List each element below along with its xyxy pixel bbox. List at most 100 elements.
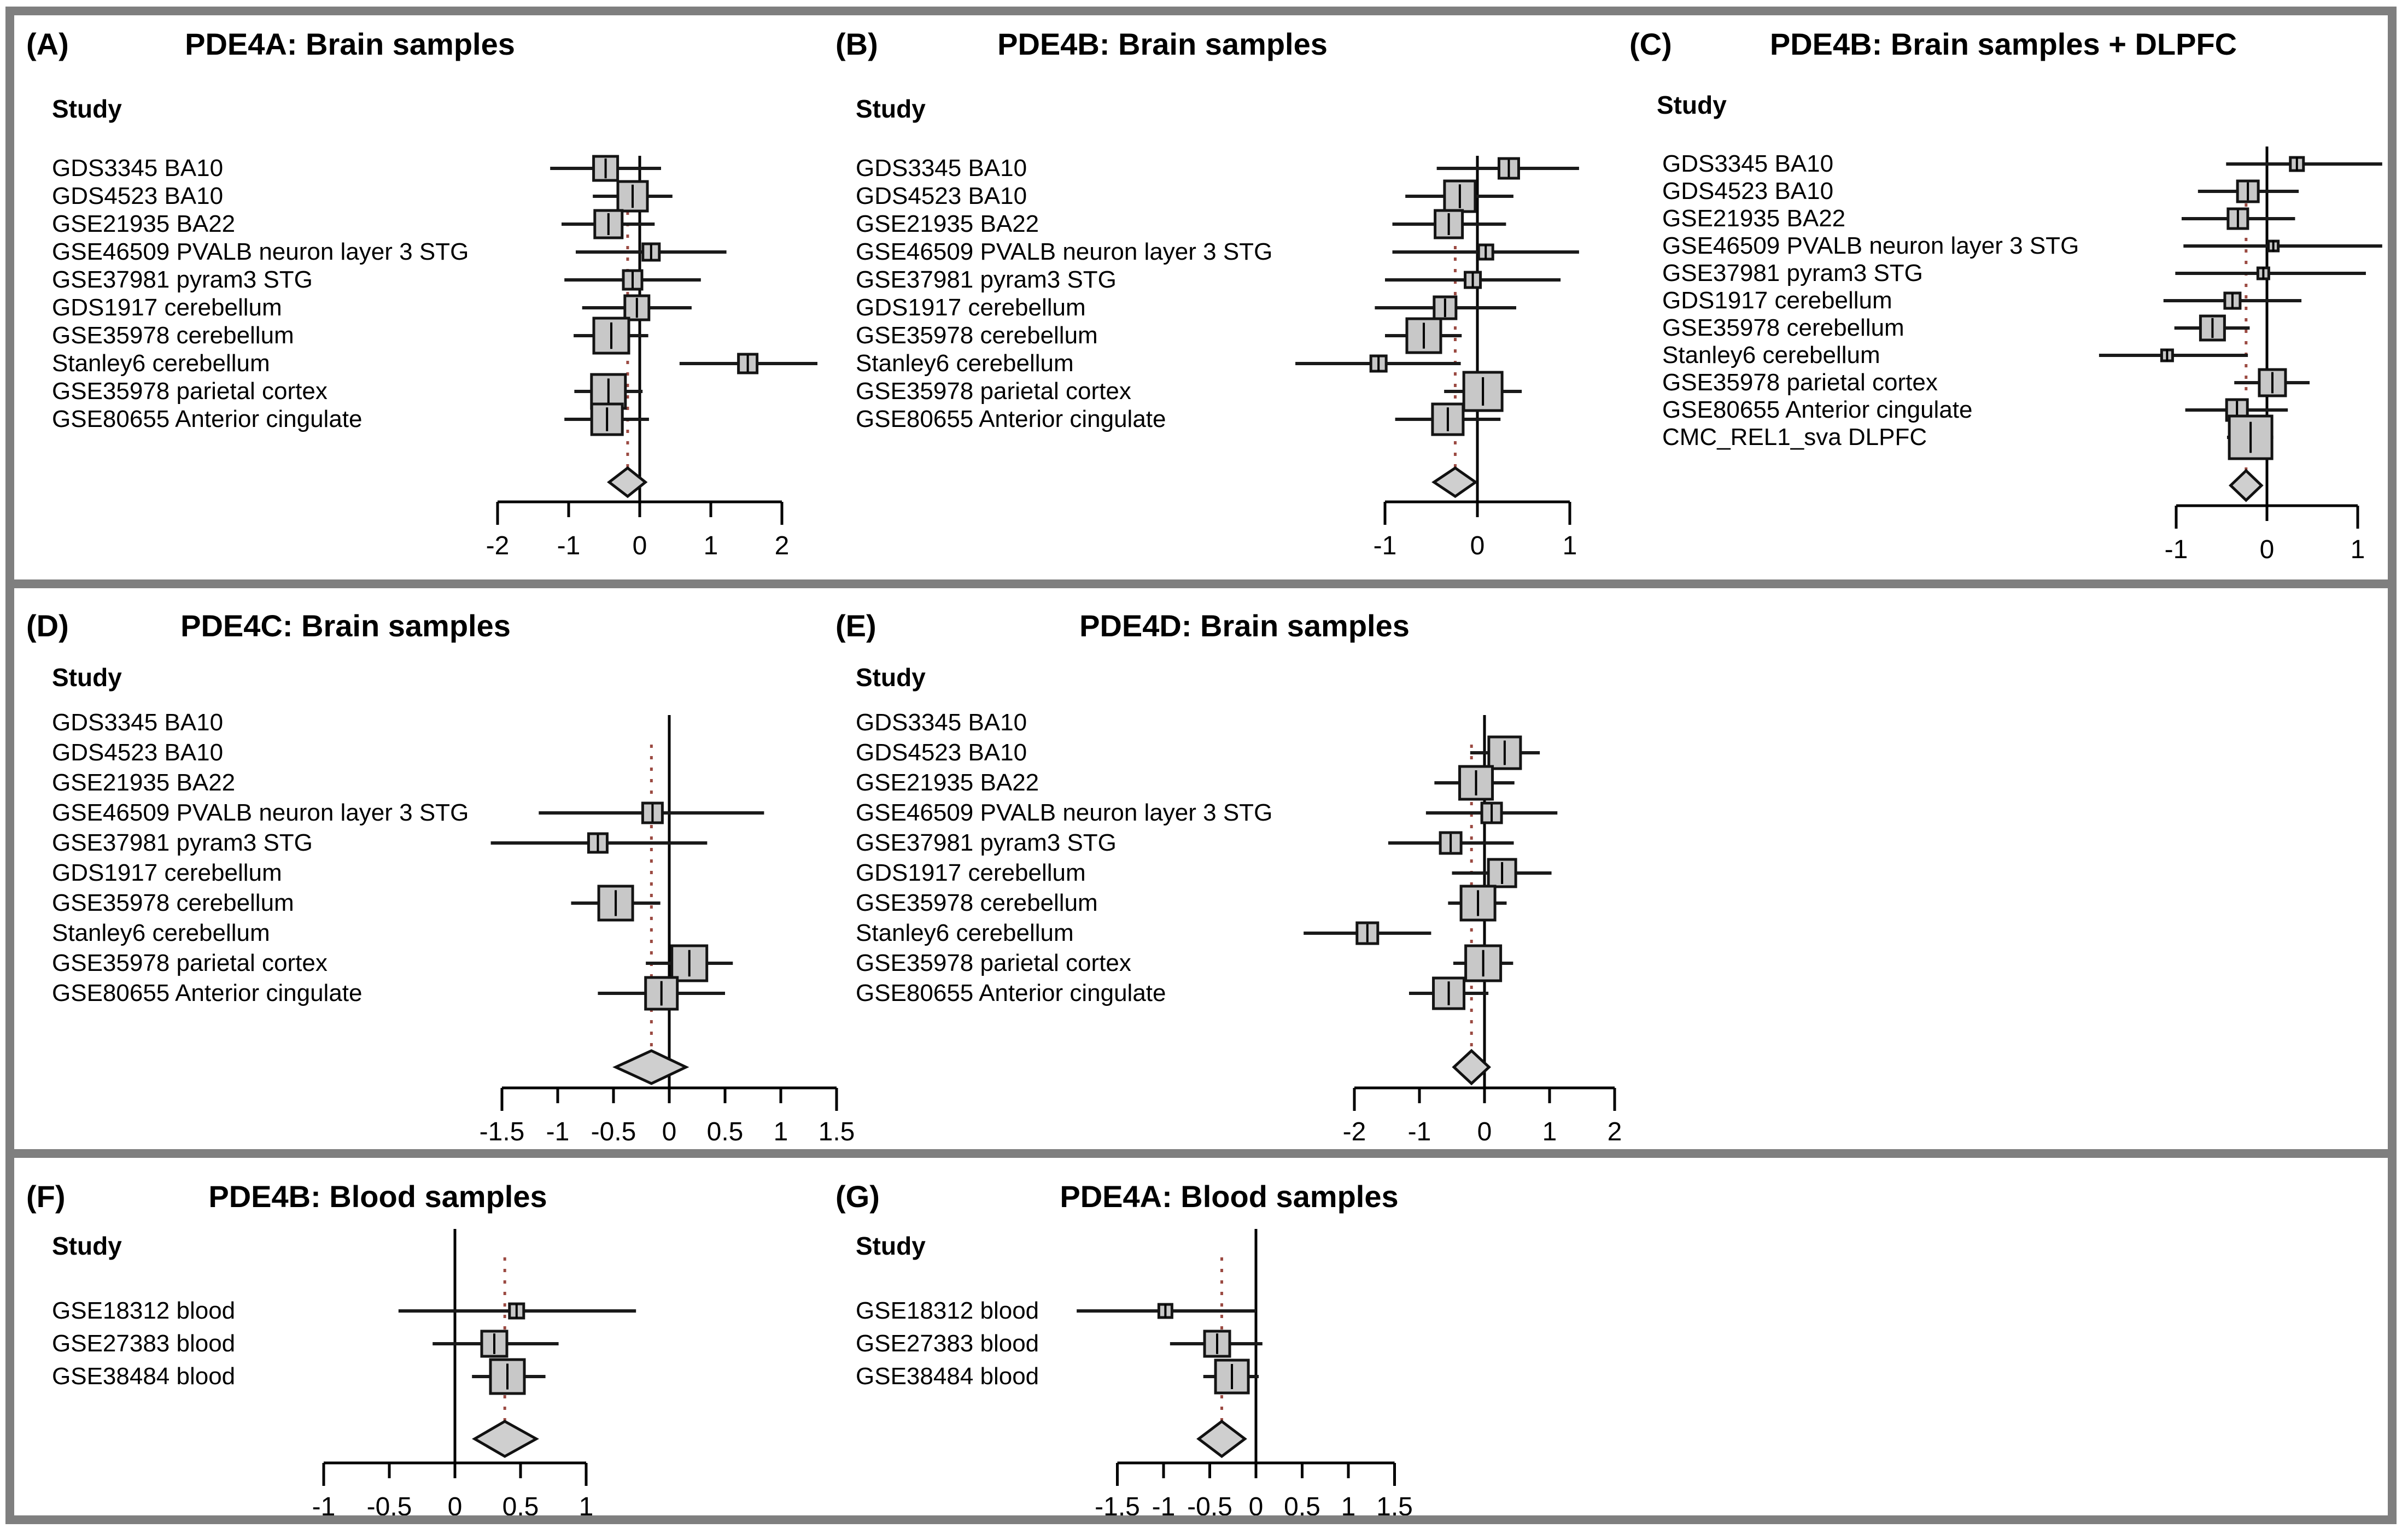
study-label: GSE27383 blood xyxy=(52,1330,236,1357)
study-label: GDS3345 BA10 xyxy=(856,155,1027,181)
panel-tag: (D) xyxy=(26,608,69,643)
study-label: GSE21935 BA22 xyxy=(856,769,1039,796)
study-label: GDS3345 BA10 xyxy=(856,709,1027,736)
study-label: Stanley6 cerebellum xyxy=(1662,342,1880,368)
axis-tick-label: 0 xyxy=(1470,531,1485,560)
study-label: GSE18312 blood xyxy=(52,1297,236,1324)
axis-tick-label: 0 xyxy=(633,531,647,560)
axis-tick-label: -0.5 xyxy=(591,1117,636,1146)
axis-tick-label: -2 xyxy=(486,531,510,560)
axis-tick-label: 1.5 xyxy=(819,1117,855,1146)
axis-tick-label: -1.5 xyxy=(1095,1492,1140,1521)
axis-tick-label: 0.5 xyxy=(1284,1492,1320,1521)
study-label: GDS1917 cerebellum xyxy=(52,859,282,886)
axis-tick-label: 1 xyxy=(579,1492,594,1521)
study-label: CMC_REL1_sva DLPFC xyxy=(1662,424,1927,450)
panel-title: PDE4D: Brain samples xyxy=(1079,608,1410,643)
axis-tick-label: 1 xyxy=(1563,531,1577,560)
study-column-header: Study xyxy=(52,663,122,692)
study-label: GSE35978 parietal cortex xyxy=(856,950,1131,976)
axis-tick-label: 1 xyxy=(1341,1492,1356,1521)
panel-title: PDE4B: Blood samples xyxy=(208,1179,547,1214)
row-divider-2 xyxy=(5,1149,2397,1158)
row-divider-1 xyxy=(5,579,2397,588)
study-label: Stanley6 cerebellum xyxy=(856,350,1074,377)
study-label: GSE27383 blood xyxy=(856,1330,1039,1357)
study-label: GSE46509 PVALB neuron layer 3 STG xyxy=(856,799,1273,826)
study-label: GSE35978 cerebellum xyxy=(856,889,1098,916)
axis-tick-label: 1 xyxy=(1542,1117,1557,1146)
study-label: GSE37981 pyram3 STG xyxy=(1662,260,1923,286)
study-column-header: Study xyxy=(1657,91,1727,119)
study-label: GSE46509 PVALB neuron layer 3 STG xyxy=(52,238,469,265)
panel-tag: (G) xyxy=(835,1179,880,1214)
axis-tick-label: -0.5 xyxy=(367,1492,412,1521)
study-label: GDS4523 BA10 xyxy=(52,739,224,766)
study-column-header: Study xyxy=(856,663,926,692)
axis-tick-label: 1 xyxy=(704,531,718,560)
study-column-header: Study xyxy=(856,1232,926,1260)
axis-tick-label: -1 xyxy=(1408,1117,1431,1146)
study-label: GDS1917 cerebellum xyxy=(856,859,1086,886)
axis-tick-label: -1 xyxy=(312,1492,336,1521)
study-column-header: Study xyxy=(52,1232,122,1260)
panel-tag: (F) xyxy=(26,1179,66,1214)
study-label: GSE35978 parietal cortex xyxy=(52,378,328,405)
study-label: GSE35978 cerebellum xyxy=(52,322,294,349)
study-label: GSE21935 BA22 xyxy=(856,210,1039,237)
study-label: GSE37981 pyram3 STG xyxy=(856,829,1117,856)
axis-tick-label: 0 xyxy=(2260,535,2275,564)
study-label: GSE37981 pyram3 STG xyxy=(52,829,313,856)
axis-tick-label: 0 xyxy=(662,1117,677,1146)
axis-tick-label: -1 xyxy=(1374,531,1397,560)
study-label: GDS4523 BA10 xyxy=(856,739,1027,766)
study-label: GDS4523 BA10 xyxy=(1662,178,1834,204)
axis-tick-label: 0.5 xyxy=(502,1492,539,1521)
panel-title: PDE4B: Brain samples xyxy=(997,27,1328,61)
pooled-diamond xyxy=(1431,466,1478,499)
panel-tag: (A) xyxy=(26,27,69,61)
study-label: GDS3345 BA10 xyxy=(1662,150,1834,177)
panel-b-plot: -1 0 1 xyxy=(1295,156,1579,560)
study-label: GDS1917 cerebellum xyxy=(52,294,282,321)
axis-tick-label: 0 xyxy=(1249,1492,1264,1521)
panel-title: PDE4C: Brain samples xyxy=(180,608,511,643)
study-label: Stanley6 cerebellum xyxy=(52,350,270,377)
study-label: GSE21935 BA22 xyxy=(52,769,236,796)
axis-tick-label: 1 xyxy=(774,1117,788,1146)
panel-title: PDE4A: Brain samples xyxy=(185,27,515,61)
study-label: GSE80655 Anterior cingulate xyxy=(52,980,363,1006)
study-label: GSE46509 PVALB neuron layer 3 STG xyxy=(52,799,469,826)
study-label: GSE21935 BA22 xyxy=(1662,205,1846,232)
axis-tick-label: -0.5 xyxy=(1187,1492,1232,1521)
study-label: GSE35978 cerebellum xyxy=(1662,314,1904,341)
axis-tick-label: 1 xyxy=(2351,535,2365,564)
axis-tick-label: -1 xyxy=(557,531,581,560)
axis-tick-label: 1.5 xyxy=(1376,1492,1413,1521)
panel-c-plot: -1 0 1 xyxy=(2099,147,2382,564)
panel-title: PDE4A: Blood samples xyxy=(1060,1179,1399,1214)
axis-tick-label: 0.5 xyxy=(707,1117,744,1146)
study-label: GSE46509 PVALB neuron layer 3 STG xyxy=(1662,232,2079,259)
study-label: GSE35978 parietal cortex xyxy=(856,378,1131,405)
study-label: Stanley6 cerebellum xyxy=(52,920,270,946)
axis-tick-label: -1 xyxy=(2165,535,2188,564)
study-label: GDS4523 BA10 xyxy=(856,183,1027,209)
axis-tick-label: -1 xyxy=(546,1117,570,1146)
study-label: GSE38484 blood xyxy=(856,1363,1039,1390)
study-label: GDS4523 BA10 xyxy=(52,183,224,209)
study-label: GSE35978 parietal cortex xyxy=(52,950,328,976)
pooled-diamond xyxy=(612,1049,689,1085)
study-label: GDS3345 BA10 xyxy=(52,709,224,736)
study-label: GSE37981 pyram3 STG xyxy=(52,266,313,293)
study-label: GSE38484 blood xyxy=(52,1363,236,1390)
panel-tag: (B) xyxy=(835,27,878,61)
axis-tick-label: 2 xyxy=(775,531,790,560)
axis-tick-label: 2 xyxy=(1608,1117,1622,1146)
study-label: GSE80655 Anterior cingulate xyxy=(856,980,1166,1006)
